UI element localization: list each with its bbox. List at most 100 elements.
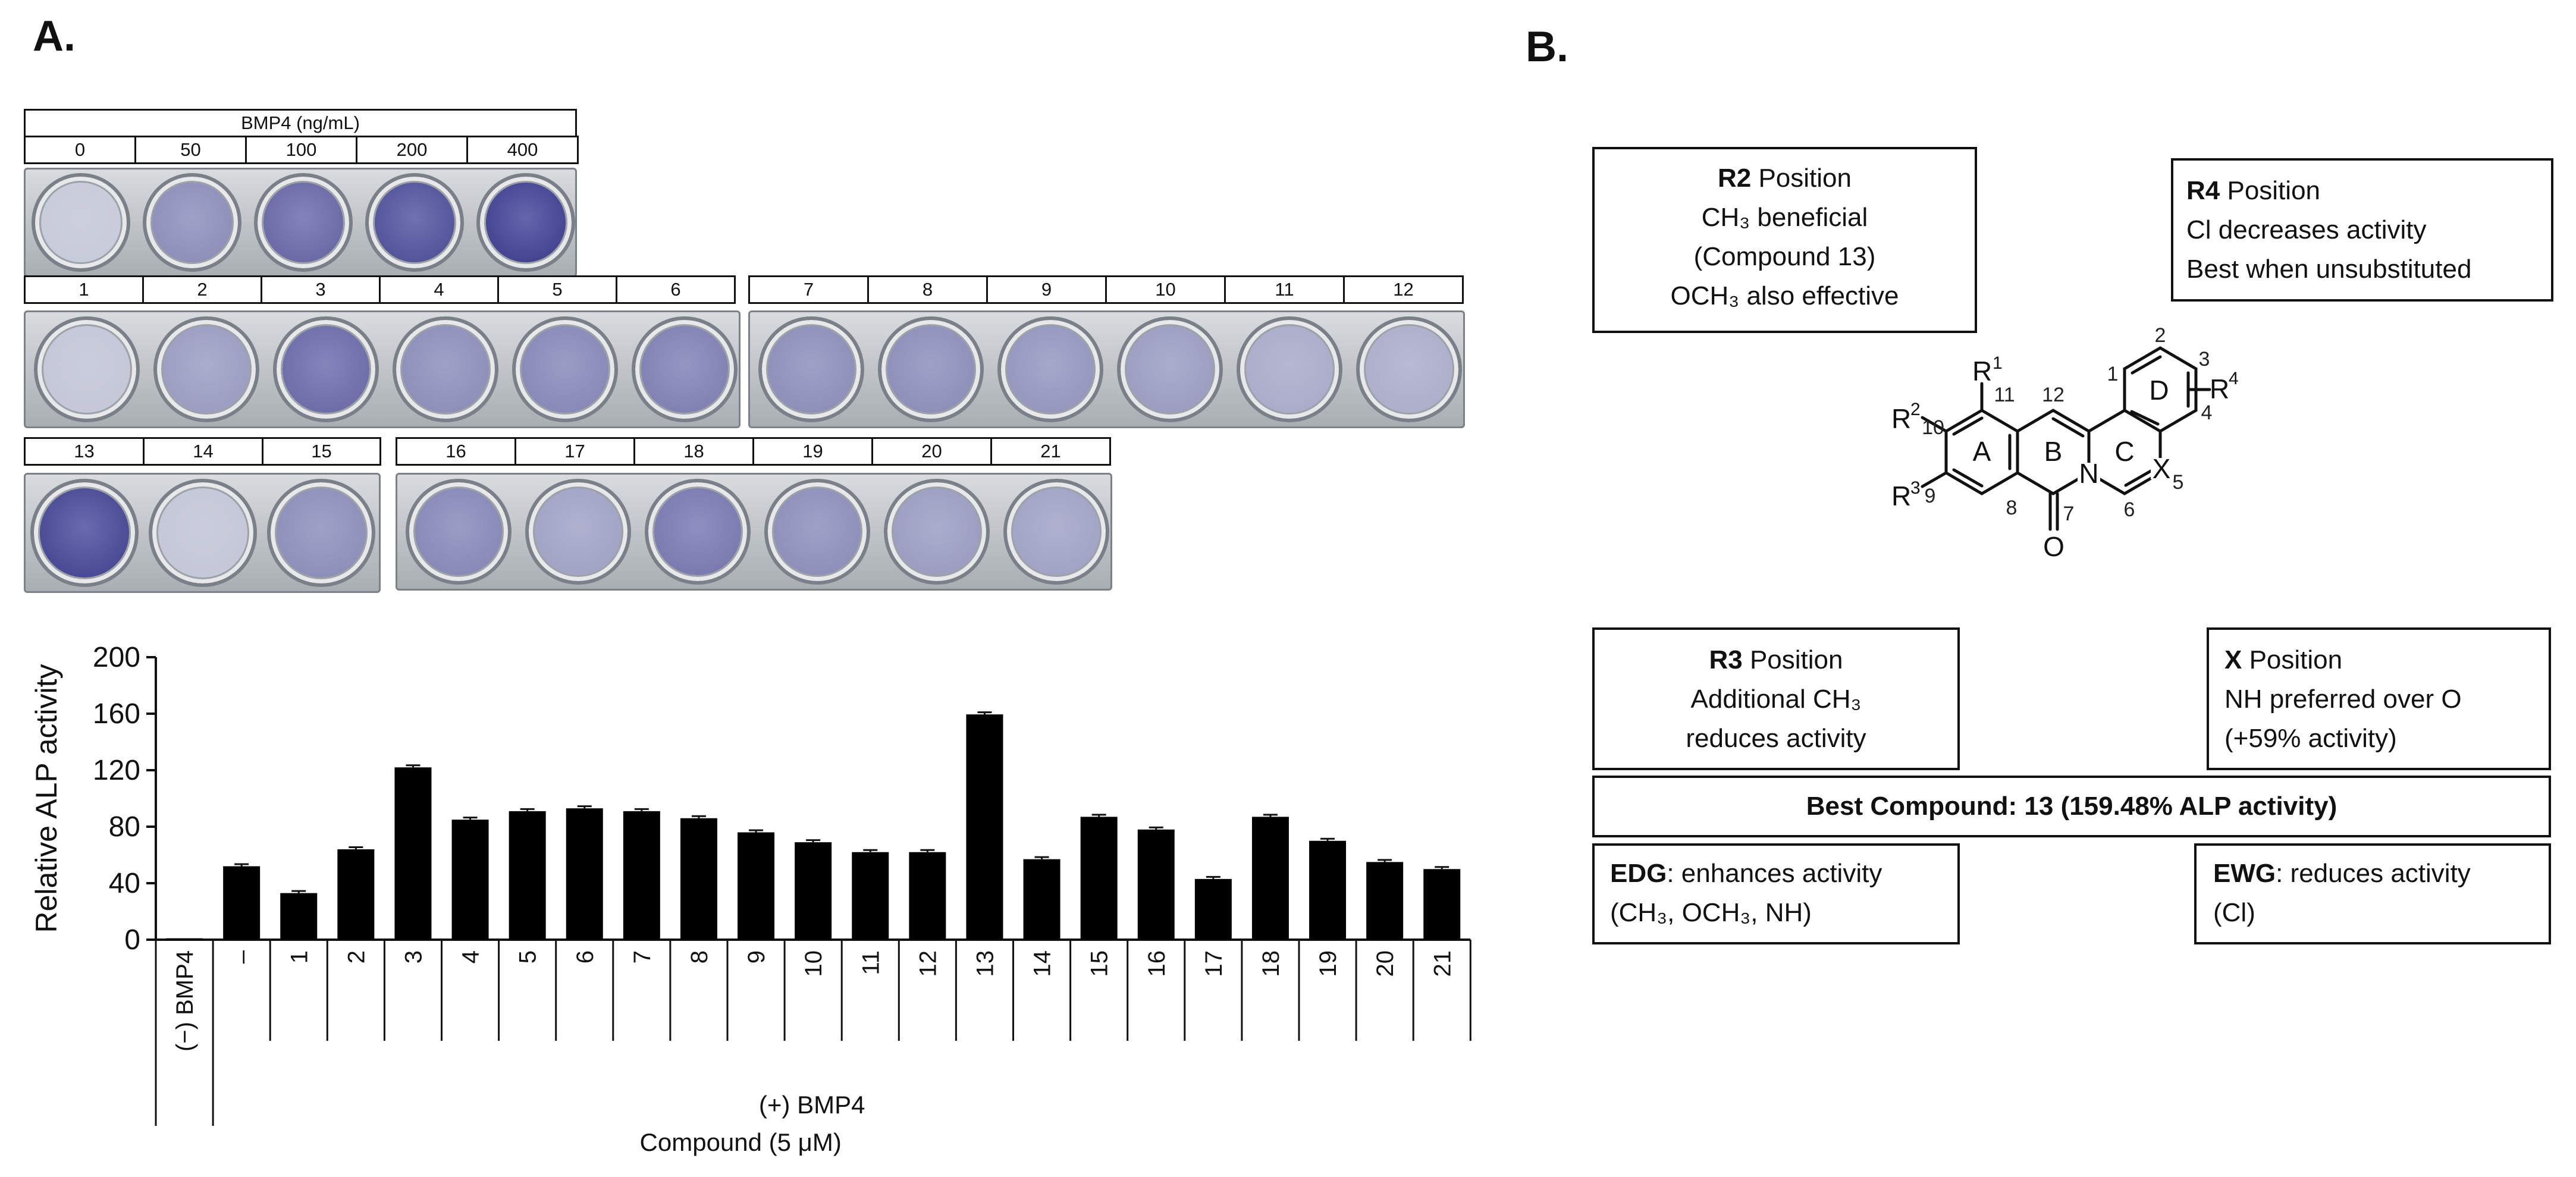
bar	[1137, 829, 1175, 940]
ring-a-double-bond	[1952, 416, 1984, 436]
bar	[738, 832, 775, 940]
r3-superscript: 3	[1910, 478, 1921, 498]
culture-well	[34, 316, 140, 422]
edg-box-head: EDG	[1610, 859, 1667, 888]
culture-well	[525, 479, 631, 585]
compound-group-label: Compound (5 μM)	[640, 1128, 842, 1156]
ring-c-label: C	[2114, 436, 2134, 467]
r4-label: R	[2210, 373, 2229, 404]
bar	[966, 714, 1003, 940]
bar	[566, 808, 603, 940]
bar	[1194, 878, 1232, 940]
x-box-head: X	[2224, 645, 2242, 674]
compound-header-row-4: 16 17 18 19 20 21	[396, 437, 1111, 466]
ring-a-double-bond	[1952, 468, 1984, 488]
r4-box-head: R4	[2186, 176, 2220, 205]
position-number: 9	[1925, 485, 1936, 507]
oxygen-atom: O	[2043, 531, 2064, 562]
x-tick-label: 6	[572, 950, 598, 963]
y-tick-label: 200	[93, 642, 140, 673]
bmp4-header: BMP4 (ng/mL)	[24, 109, 577, 137]
x-tick-label: 12	[915, 950, 941, 977]
r3-box-line: Additional CH₃	[1690, 685, 1862, 714]
compound-label: 12	[1343, 275, 1464, 304]
culture-well	[997, 316, 1103, 422]
r3-box-head-rest: Position	[1742, 645, 1843, 674]
position-number: 10	[1922, 416, 1944, 439]
culture-well	[764, 479, 870, 585]
x-box-head-rest: Position	[2242, 645, 2343, 674]
position-number: 7	[2063, 503, 2075, 525]
well-plate-compounds-1-6	[24, 310, 741, 428]
dose-label: 200	[356, 136, 468, 164]
ring-d-label: D	[2149, 375, 2169, 406]
culture-well	[476, 173, 575, 272]
bar	[451, 820, 489, 940]
x-tick-label: 8	[686, 950, 713, 963]
bar	[1080, 817, 1118, 940]
compound-label: 14	[143, 437, 263, 466]
r2-superscript: 2	[1910, 400, 1921, 419]
r2-box-line: (Compound 13)	[1693, 242, 1876, 271]
compound-label: 19	[752, 437, 873, 466]
bar	[337, 849, 375, 940]
x-box-line: NH preferred over O	[2224, 685, 2462, 714]
r2-box-line: CH₃ beneficial	[1701, 203, 1868, 232]
culture-well	[254, 173, 353, 272]
bar	[1309, 840, 1347, 940]
culture-well	[273, 316, 379, 422]
culture-well	[267, 479, 375, 587]
r2-box-line: OCH₃ also effective	[1670, 281, 1899, 310]
r2-bond	[1921, 416, 1948, 433]
ring-c-double-bond	[2124, 469, 2153, 487]
culture-well	[365, 173, 464, 272]
r3-label: R	[1891, 481, 1911, 511]
compound-label: 20	[871, 437, 992, 466]
compound-header-row-3: 13 14 15	[24, 437, 381, 466]
position-number: 6	[2124, 498, 2135, 521]
compound-header-row-1: 1 2 3 4 5 6	[24, 275, 736, 304]
x-position-box: X Position NH preferred over O (+59% act…	[2207, 627, 2551, 770]
ewg-box-head-rest: : reduces activity	[2276, 859, 2471, 888]
culture-well	[1356, 316, 1462, 422]
compound-label: 5	[497, 275, 617, 304]
position-number: 5	[2173, 471, 2184, 494]
x-tick-label: (−) BMP4	[172, 950, 198, 1052]
well-plate-bmp4-dose	[24, 168, 577, 277]
culture-well	[393, 316, 498, 422]
x-tick-label: 9	[743, 950, 770, 963]
x-tick-label: 17	[1201, 950, 1227, 977]
r3-bond	[1921, 471, 1948, 488]
culture-well	[149, 479, 257, 587]
r4-superscript: 4	[2229, 369, 2239, 388]
compound-label: 3	[261, 275, 381, 304]
culture-well	[143, 173, 241, 272]
x-atom-mask	[2151, 458, 2172, 479]
x-tick-label: 3	[400, 950, 426, 963]
y-tick-label: 160	[93, 698, 140, 730]
y-tick-label: 120	[93, 755, 140, 786]
position-number: 3	[2199, 348, 2210, 371]
y-axis-label: Relative ALP activity	[30, 664, 63, 933]
r4-box-line: Best when unsubstituted	[2186, 255, 2472, 284]
x-tick-label: 18	[1258, 950, 1284, 977]
x-tick-label: 7	[629, 950, 655, 963]
x-tick-label: 15	[1087, 950, 1113, 977]
bar	[623, 811, 660, 940]
culture-well	[153, 316, 259, 422]
bar	[852, 852, 889, 940]
culture-well	[512, 316, 618, 422]
ring-d-double-bond	[2131, 355, 2162, 375]
x-tick-label: 20	[1372, 950, 1398, 977]
position-number: 4	[2201, 401, 2213, 424]
well-plate-compounds-16-21	[396, 473, 1112, 591]
ewg-box-line: (Cl)	[2213, 898, 2255, 927]
ring-a-label: A	[1973, 436, 1991, 467]
bar	[509, 811, 546, 940]
compound-label: 16	[396, 437, 516, 466]
edg-box-head-rest: : enhances activity	[1667, 859, 1882, 888]
compound-label: 17	[514, 437, 635, 466]
compound-label: 21	[990, 437, 1111, 466]
r1-label: R	[1972, 356, 1992, 387]
